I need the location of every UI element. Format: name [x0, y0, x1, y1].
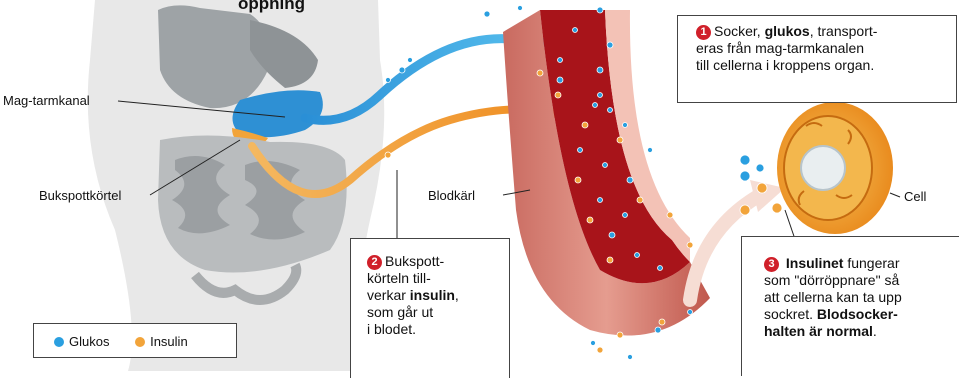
callout-1-text: till cellerna i kroppens organ. [696, 57, 946, 74]
glucose-particle [658, 266, 663, 271]
callout-3-text: som "dörröppnare" så [764, 272, 953, 289]
glucose-particle [635, 253, 640, 258]
label-pancreas: Bukspottkörtel [39, 188, 121, 203]
glucose-particle [518, 6, 523, 11]
glucose-particle [740, 171, 750, 181]
insulin-legend-swatch [135, 337, 145, 347]
glucose-particle [598, 198, 603, 203]
glucose-particle [648, 148, 653, 153]
insulin-particle [555, 92, 561, 98]
glucose-particle [408, 58, 413, 63]
insulin-particle [617, 137, 623, 143]
glucose-particle [573, 28, 578, 33]
insulin-particle [637, 197, 643, 203]
callout-1-text: Socker, [714, 23, 765, 39]
callout-2-text: i blodet. [367, 321, 501, 338]
glucose-particle [598, 93, 603, 98]
callout-3-keyword: Insulinet [786, 255, 844, 271]
insulin-particle [575, 177, 581, 183]
cell-illustration [777, 102, 893, 234]
callout-2-number-badge: 2 [367, 255, 382, 270]
glucose-particle [623, 123, 628, 128]
insulin-particle [607, 257, 613, 263]
glucose-particle [578, 148, 583, 153]
callout-3-text: sockret. [764, 306, 817, 322]
legend-glucose-label: Glukos [69, 334, 109, 349]
glucose-particle [740, 155, 750, 165]
callout-1-keyword: glukos [765, 23, 810, 39]
callout-2-text: körteln till- [367, 270, 501, 287]
callout-2-text: , [455, 287, 459, 303]
glucose-particle [628, 355, 633, 360]
callout-2-text: som går ut [367, 304, 501, 321]
callout-1-text: eras från mag-tarmkanalen [696, 40, 946, 57]
insulin-particle [757, 183, 767, 193]
callout-1-number-badge: 1 [696, 25, 711, 40]
glucose-particle [609, 232, 615, 238]
glucose-particle [627, 177, 633, 183]
glucose-particle [597, 67, 603, 73]
callout-3-text: . [873, 323, 877, 339]
label-gut: Mag-tarmkanal [3, 93, 90, 108]
glucose-particle [597, 7, 603, 13]
glucose-particle [591, 341, 596, 346]
glucose-particle [756, 164, 764, 172]
insulin-particle [687, 242, 693, 248]
insulin-particle [582, 122, 588, 128]
glucose-particle [386, 78, 391, 83]
callout-3: 3 Insulinet fungerar som "dörröppnare" s… [741, 236, 959, 376]
label-vessel: Blodkärl [428, 188, 475, 203]
glucose-legend-swatch [54, 337, 64, 347]
insulin-particle [537, 70, 543, 76]
glucose-particle [484, 11, 490, 17]
insulin-particle [659, 319, 665, 325]
insulin-particle [667, 212, 673, 218]
glucose-particle [557, 77, 563, 83]
glucose-particle [558, 58, 563, 63]
callout-2-text: verkar [367, 287, 410, 303]
glucose-particle [623, 213, 628, 218]
glucose-particle [608, 108, 613, 113]
callout-3-text: att cellerna kan ta upp [764, 289, 953, 306]
glucose-particle [399, 67, 405, 73]
callout-1-text: , transport- [810, 23, 878, 39]
insulin-particle [385, 152, 391, 158]
callout-2-text: Bukspott- [385, 253, 444, 269]
callout-3-keyword: Blodsocker- [817, 306, 898, 322]
label-cell: Cell [904, 189, 926, 204]
insulin-particle [587, 217, 593, 223]
callout-3-keyword: halten är normal [764, 323, 873, 339]
insulin-particle [740, 205, 750, 215]
glucose-particle [688, 310, 693, 315]
legend: Glukos Insulin [33, 323, 237, 358]
legend-insulin-label: Insulin [150, 334, 188, 349]
insulin-particle [597, 347, 603, 353]
glucose-particle [607, 42, 613, 48]
insulin-particle [617, 332, 623, 338]
glucose-particle [593, 103, 598, 108]
callout-3-number-badge: 3 [764, 257, 779, 272]
title-partial: öppning [238, 0, 305, 14]
callout-3-text: fungerar [843, 255, 899, 271]
callout-2-keyword: insulin [410, 287, 455, 303]
insulin-particle [772, 203, 782, 213]
glucose-particle [655, 327, 661, 333]
glucose-particle [603, 163, 608, 168]
